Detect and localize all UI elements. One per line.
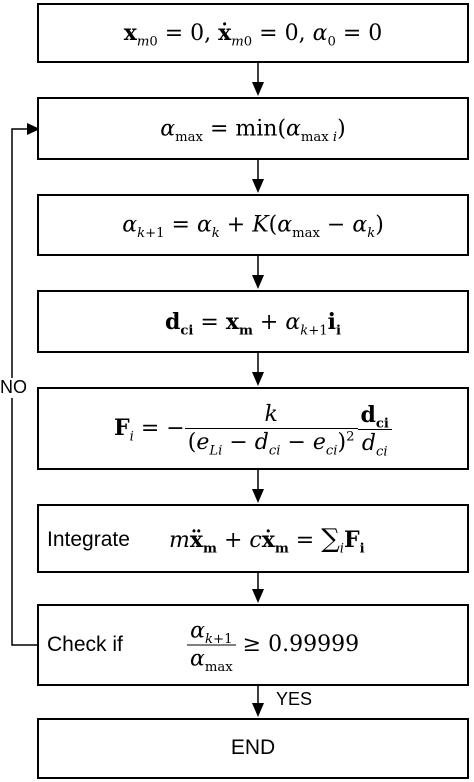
- arrow-4-head: [252, 372, 264, 386]
- init-formula: xm0 = 0, ẋm0 = 0, α0 = 0: [123, 20, 383, 50]
- alpha-max-formula: αmax = min(αmax i): [160, 116, 346, 145]
- integrate-formula: mẍm + cẋm = ∑iFi: [169, 523, 365, 556]
- alpha-update-step: αk+1 = αk + K(αmax − αk): [37, 194, 469, 256]
- check-label: Check if: [47, 633, 123, 656]
- integrate-label: Integrate: [47, 528, 130, 551]
- init-step: xm0 = 0, ẋm0 = 0, α0 = 0: [37, 3, 469, 63]
- integrate-step: Integrate mẍm + cẋm = ∑iFi: [37, 504, 469, 573]
- loop-back-head: [27, 123, 40, 135]
- yes-label: YES: [276, 689, 313, 709]
- alpha-max-step: αmax = min(αmax i): [37, 97, 469, 160]
- arrow-yes-head: [252, 703, 264, 717]
- end-label: END: [230, 736, 276, 759]
- arrow-5-head: [252, 489, 264, 503]
- contact-point-formula: dci = xm + αk+1ii: [164, 308, 342, 338]
- alpha-update-formula: αk+1 = αk + K(αmax − αk): [122, 212, 384, 241]
- arrow-6-head: [252, 589, 264, 603]
- check-threshold: 0.99999: [268, 632, 360, 657]
- end-step: END: [37, 718, 469, 779]
- arrow-3-head: [252, 275, 264, 289]
- arrow-2-head: [252, 179, 264, 193]
- contact-point-step: dci = xm + αk+1ii: [37, 290, 469, 353]
- no-label: NO: [0, 377, 27, 397]
- arrow-1-head: [252, 82, 264, 96]
